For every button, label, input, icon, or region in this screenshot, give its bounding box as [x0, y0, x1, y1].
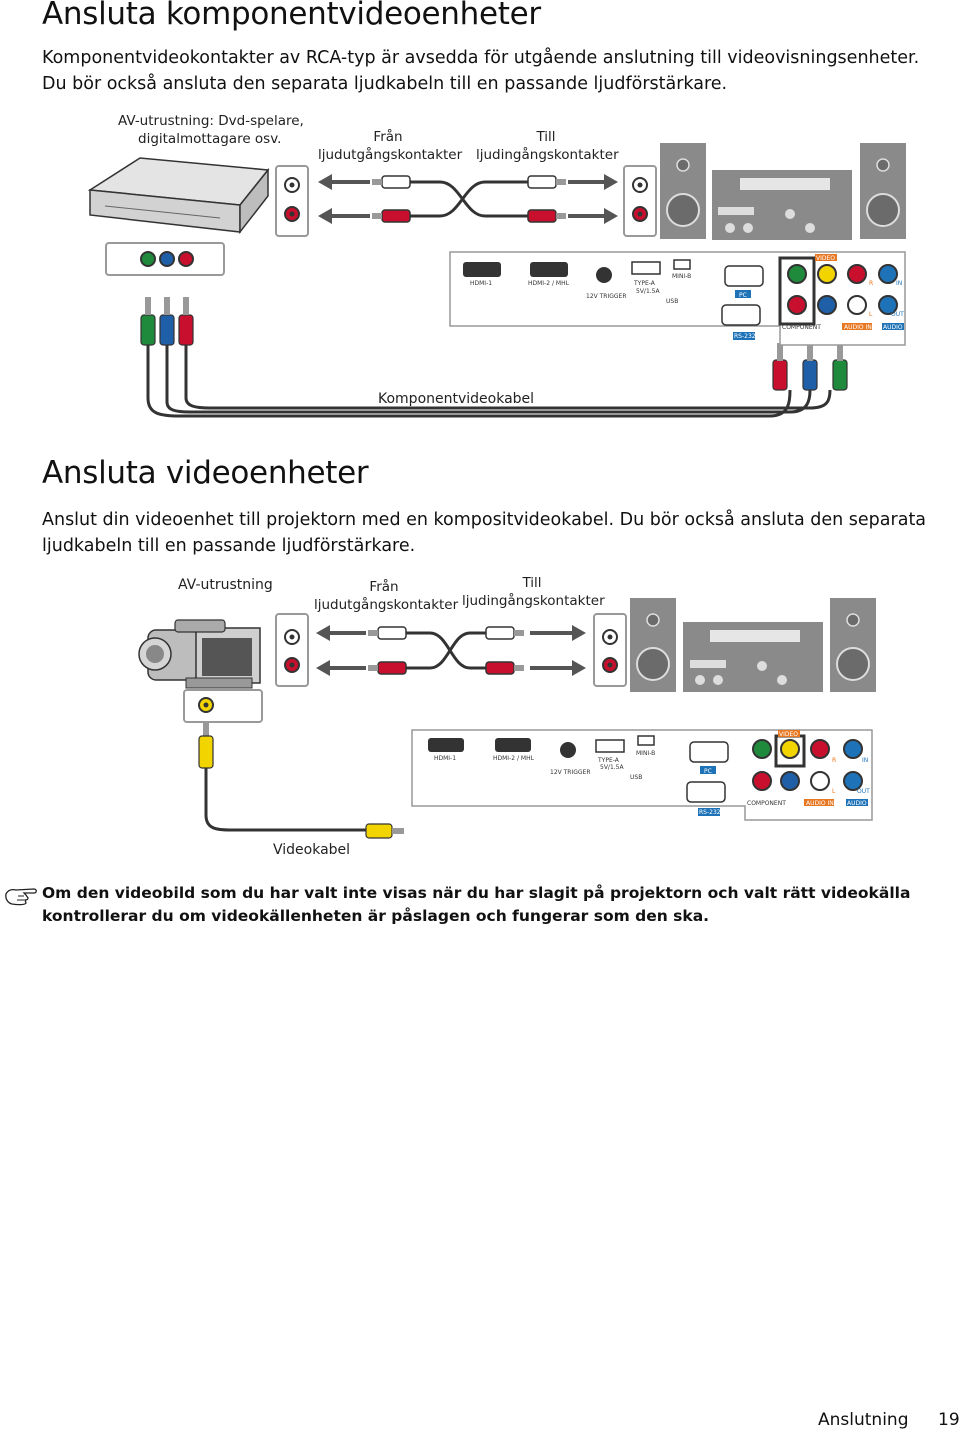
av-label-line2: digitalmottagare osv. [138, 131, 282, 147]
arrow-left-icon [318, 174, 370, 224]
source-audio-jacks-2 [275, 613, 309, 687]
r-label-2: R [832, 757, 836, 764]
video-label: VIDEO [816, 255, 835, 262]
audio-label-2: AUDIO [847, 800, 867, 807]
hdmi1-label: HDMI-1 [470, 280, 492, 287]
projector-panel-1 [449, 251, 906, 346]
from-label-line1-2: Från [369, 579, 399, 595]
minib-label: MINI-B [672, 273, 691, 280]
video-cable-label: Videokabel [273, 842, 351, 858]
arrow-right-icon-2 [530, 625, 586, 676]
camcorder-icon [138, 619, 261, 689]
pc-label-2: PC [704, 768, 712, 775]
minib-label-2: MINI-B [636, 750, 655, 757]
av-label: AV-utrustning [178, 577, 273, 593]
usb-label: USB [666, 298, 678, 305]
projector-panel-2 [411, 729, 873, 821]
out-label: OUT [891, 311, 904, 318]
r-label: R [869, 280, 873, 287]
typea-rating-label: 5V/1.5A [636, 288, 660, 295]
pointing-hand-icon [5, 888, 37, 906]
hdmi2-label-2: HDMI-2 / MHL [493, 755, 535, 762]
component-label-2: COMPONENT [747, 800, 786, 807]
section1-paragraph: Komponentvideokontakter av RCA-typ är av… [42, 48, 920, 94]
audio-cable-icon [372, 175, 566, 223]
component-cable-icon [140, 297, 848, 418]
dvd-player-icon [87, 157, 270, 235]
component-label: COMPONENT [782, 324, 821, 331]
component-output-jacks [105, 242, 225, 276]
footer-section: Anslutning [818, 1410, 909, 1430]
arrow-right-icon [568, 174, 618, 224]
video-cable-icon [198, 722, 404, 839]
to-label-line2: ljudingångskontakter [476, 147, 619, 163]
amplifier-audio-jacks-2 [593, 613, 627, 687]
component-connection-diagram: HDMI-1 HDMI-2 / MHL 12V TRIGGER TYPE-A 5… [87, 143, 906, 418]
in-label: IN [896, 280, 902, 287]
hdmi2-label: HDMI-2 / MHL [528, 280, 570, 287]
from-label-line1: Från [373, 129, 403, 145]
section1-title: Ansluta komponentvideoenheter [42, 0, 541, 32]
rs232-label-2: RS-232 [699, 809, 721, 816]
video-connection-diagram: HDMI-1 HDMI-2 / MHL 12V TRIGGER TYPE-A 5… [138, 598, 876, 839]
trigger-label: 12V TRIGGER [586, 293, 627, 300]
audio-in-label-2: AUDIO IN [806, 800, 834, 807]
section2-paragraph: Anslut din videoenhet till projektorn me… [42, 510, 927, 556]
note-text: Om den videobild som du har valt inte vi… [42, 884, 911, 925]
out-label-2: OUT [857, 788, 870, 795]
audio-in-label: AUDIO IN [844, 324, 872, 331]
l-label-2: L [832, 788, 836, 795]
rs232-label: RS-232 [734, 333, 756, 340]
audio-label: AUDIO [883, 324, 903, 331]
typea-rating-label-2: 5V/1.5A [600, 764, 624, 771]
audio-cable-icon-2 [368, 626, 524, 675]
to-label-line1: Till [536, 129, 556, 145]
in-label-2: IN [862, 757, 868, 764]
to-label-line1-2: Till [522, 575, 542, 591]
l-label: L [869, 311, 873, 318]
amplifier-audio-jacks [623, 165, 657, 237]
usb-label-2: USB [630, 774, 642, 781]
projector-panel-1-labels: HDMI-1 HDMI-2 / MHL 12V TRIGGER TYPE-A 5… [470, 255, 904, 340]
trigger-label-2: 12V TRIGGER [550, 769, 591, 776]
from-label-line2-2: ljudutgångskontakter [314, 597, 459, 613]
stereo-system-icon-2 [630, 598, 876, 692]
source-audio-jacks [275, 165, 309, 237]
video-label-2: VIDEO [779, 731, 798, 738]
component-cable-label: Komponentvideokabel [378, 391, 535, 407]
video-output-jack [183, 689, 263, 723]
from-label-line2: ljudutgångskontakter [318, 147, 463, 163]
typea-label: TYPE-A [633, 280, 656, 287]
arrow-left-icon-2 [316, 625, 366, 676]
stereo-system-icon [660, 143, 906, 240]
pc-label: PC [739, 292, 747, 299]
to-label-line2-2: ljudingångskontakter [462, 593, 605, 609]
av-label-line1: AV-utrustning: Dvd-spelare, [118, 113, 304, 129]
typea-label-2: TYPE-A [597, 757, 620, 764]
section2-title: Ansluta videoenheter [42, 455, 369, 491]
footer-page-number: 19 [938, 1410, 960, 1430]
hdmi1-label-2: HDMI-1 [434, 755, 456, 762]
projector-panel-2-labels: HDMI-1 HDMI-2 / MHL 12V TRIGGER TYPE-A 5… [434, 731, 870, 816]
